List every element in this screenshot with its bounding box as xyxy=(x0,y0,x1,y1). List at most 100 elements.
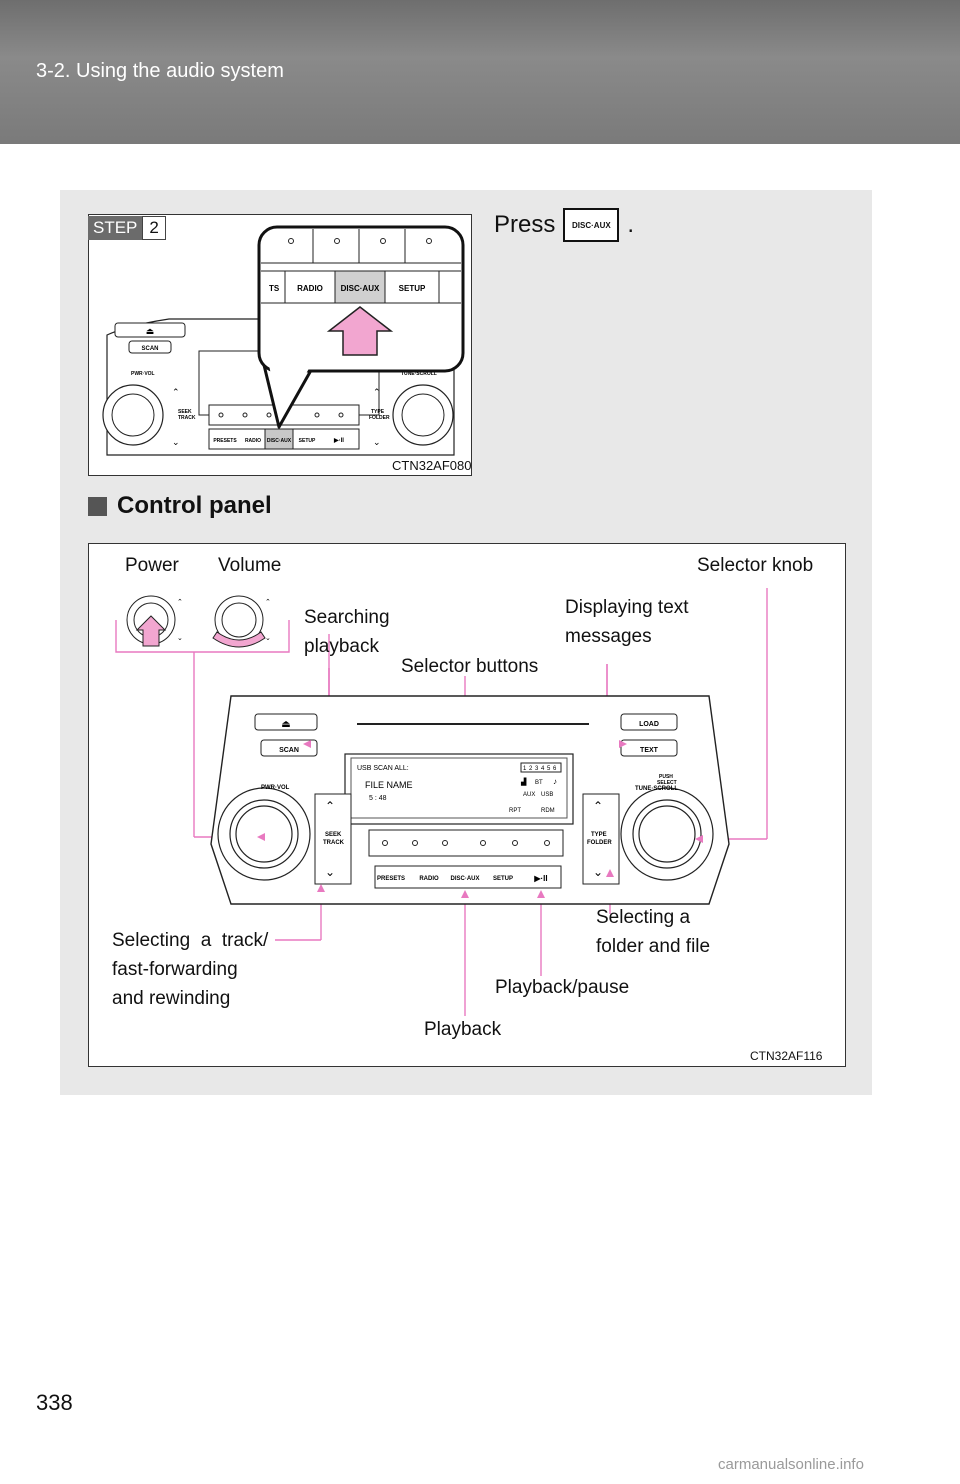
disc-4: 4 xyxy=(541,766,545,772)
disc-3: 3 xyxy=(535,766,539,772)
fig2-scan-label: SCAN xyxy=(279,747,299,754)
fig2-pwr-vol-label: PWR·VOL xyxy=(261,785,290,791)
power-press-arrow-icon xyxy=(135,615,167,647)
callout-selecting-track: Selecting a track/ fast-forwarding and r… xyxy=(112,926,268,1013)
callout-playback: Playback xyxy=(424,1019,502,1040)
fig2-load-label: LOAD xyxy=(639,721,659,728)
fig1-btn-setup: SETUP xyxy=(299,438,316,444)
fig2-track-label: TRACK xyxy=(323,840,345,846)
step-number: 2 xyxy=(142,216,166,240)
subheading-text: Control panel xyxy=(117,492,272,519)
figure1-code: CTN32AF080 xyxy=(392,458,472,473)
callout-searching: Searching playback xyxy=(304,603,390,661)
svg-text:⌃: ⌃ xyxy=(265,598,271,606)
bullet-square-icon xyxy=(88,496,107,516)
section-title: 3-2. Using the audio system xyxy=(36,60,284,82)
instruction-suffix: . xyxy=(627,211,635,238)
fig1-folder-label: FOLDER xyxy=(369,415,390,421)
fig2-btn-disc-aux: DISC·AUX xyxy=(450,876,479,882)
svg-text:⌄: ⌄ xyxy=(265,635,271,642)
volume-rotate-arrow-icon xyxy=(212,631,266,648)
disc-6: 6 xyxy=(553,766,557,772)
callout-power: Power xyxy=(125,555,179,576)
callout-displaying-line2: messages xyxy=(565,626,652,647)
fig1-track-label: TRACK xyxy=(178,415,196,421)
fig2-tune-scroll-label: TUNE·SCROLL xyxy=(635,786,678,792)
callout-searching-line2: playback xyxy=(304,636,379,657)
callout-searching-line1: Searching xyxy=(304,607,390,628)
instruction-prefix: Press xyxy=(494,211,556,238)
fig1-btn-radio: RADIO xyxy=(245,438,261,444)
callout-track-line1: Selecting a track/ xyxy=(112,930,269,951)
disc-5: 5 xyxy=(547,766,551,772)
callout-selector-buttons: Selector buttons xyxy=(401,656,539,677)
fig2-seek-label: SEEK xyxy=(325,832,342,838)
figure2-code: CTN32AF116 xyxy=(750,1049,823,1063)
fig1-btn-play-pause: ▶·II xyxy=(333,437,344,444)
callout-track-line2: fast-forwarding xyxy=(112,959,238,980)
callout-displaying-text: Displaying text messages xyxy=(565,593,689,651)
svg-text:⌃: ⌃ xyxy=(593,799,603,813)
fig2-type-label: TYPE xyxy=(591,832,607,838)
svg-text:⌃: ⌃ xyxy=(373,387,381,397)
zoom-btn-disc-aux: DISC·AUX xyxy=(341,284,380,293)
figure-control-panel: ⌃⌄ ⌃⌄ ⏏ SCAN LO xyxy=(88,543,846,1067)
fig1-tune-scroll-label: TUNE·SCROLL xyxy=(401,371,437,377)
callout-folder-line2: folder and file xyxy=(596,936,711,957)
svg-text:⌃: ⌃ xyxy=(325,799,335,813)
svg-text:⌄: ⌄ xyxy=(177,635,183,642)
instruction: Press DISC·AUX . xyxy=(494,208,634,242)
callout-folder-line1: Selecting a xyxy=(596,907,691,928)
display-aux: AUX xyxy=(523,792,535,798)
fig1-seek-label: SEEK xyxy=(178,409,192,415)
display-usb: USB xyxy=(541,792,553,798)
display-file-name: FILE NAME xyxy=(365,780,413,790)
audio-unit-zoom-illustration: ⏏ SCAN PWR·VOL TUNE·SCROLL ⌃ ⌄ SEEK TRAC… xyxy=(102,225,465,456)
step-badge: STEP 2 xyxy=(88,216,166,240)
fig2-text-label: TEXT xyxy=(640,747,659,754)
display-time: 5 : 48 xyxy=(369,795,387,802)
fig1-btn-presets: PRESETS xyxy=(213,438,237,444)
callout-playback-pause: Playback/pause xyxy=(495,977,630,998)
watermark: carmanualsonline.info xyxy=(718,1456,864,1473)
callout-selecting-folder: Selecting a folder and file xyxy=(596,903,710,961)
fig2-btn-setup: SETUP xyxy=(493,876,513,882)
svg-text:⏏: ⏏ xyxy=(146,326,155,336)
fig1-btn-disc-aux: DISC·AUX xyxy=(267,438,292,444)
press-arrow-icon xyxy=(326,306,394,356)
callout-volume: Volume xyxy=(218,555,282,576)
fig1-type-label: TYPE xyxy=(371,409,385,415)
fig2-btn-play-pause: ▶·II xyxy=(533,874,547,883)
disc-aux-button-icon: DISC·AUX xyxy=(563,208,620,242)
svg-text:⌃: ⌃ xyxy=(177,598,183,606)
display-status: USB SCAN ALL: xyxy=(357,765,409,772)
svg-text:⌃: ⌃ xyxy=(172,387,180,397)
svg-text:⌄: ⌄ xyxy=(325,865,335,879)
svg-text:⌄: ⌄ xyxy=(593,865,603,879)
zoom-btn-radio: RADIO xyxy=(297,284,323,293)
svg-text:⏏: ⏏ xyxy=(281,719,290,730)
zoom-btn-ts: TS xyxy=(269,284,280,293)
callout-track-line3: and rewinding xyxy=(112,988,231,1009)
fig2-select-label: SELECT xyxy=(657,780,677,786)
step-label: STEP xyxy=(88,216,143,240)
page-number: 338 xyxy=(36,1390,73,1415)
control-panel-illustration: ⌃⌄ ⌃⌄ ⏏ SCAN LO xyxy=(115,588,768,1016)
figure-step2: ⏏ SCAN PWR·VOL TUNE·SCROLL ⌃ ⌄ SEEK TRAC… xyxy=(88,214,472,476)
disc-1: 1 xyxy=(523,766,527,772)
fig1-pwr-vol-label: PWR·VOL xyxy=(131,371,155,377)
fig2-btn-presets: PRESETS xyxy=(377,876,405,882)
zoom-btn-setup: SETUP xyxy=(399,284,426,293)
fig1-scan-label: SCAN xyxy=(141,346,158,352)
signal-icon: ▟ xyxy=(520,777,527,786)
svg-text:⌄: ⌄ xyxy=(373,437,381,447)
fig2-btn-radio: RADIO xyxy=(419,876,439,882)
fig2-push-label: PUSH xyxy=(659,774,673,780)
callout-selector-knob: Selector knob xyxy=(697,555,814,576)
svg-text:⌄: ⌄ xyxy=(172,437,180,447)
display-rdm: RDM xyxy=(541,808,555,814)
fig2-folder-label: FOLDER xyxy=(587,840,612,846)
display-rpt: RPT xyxy=(509,808,521,814)
disc-2: 2 xyxy=(529,766,533,772)
display-bt: BT xyxy=(535,780,543,786)
